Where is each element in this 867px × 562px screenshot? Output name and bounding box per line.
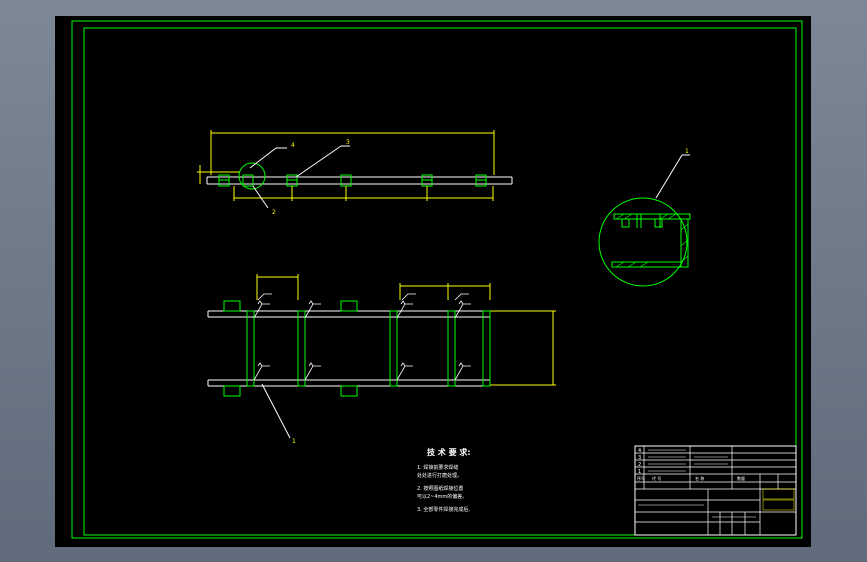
detail-callout: 1: [685, 148, 689, 155]
elevation-view: 4 3 2: [197, 130, 513, 216]
tech-req-line-2: 处处进行打磨处理。: [417, 472, 462, 479]
part-row-1: 1: [638, 469, 641, 475]
plan-callout: 1: [292, 438, 296, 445]
callout-4: 4: [291, 142, 295, 149]
callout-2: 2: [272, 209, 276, 216]
tech-requirements: 技 术 要 求: 1. 焊接前要求焊缝 处处进行打磨处理。 2. 按照图纸焊接位…: [417, 447, 471, 513]
inner-sheet-border: [83, 27, 797, 536]
callout-3: 3: [346, 139, 350, 146]
part-row-2: 2: [638, 462, 641, 468]
header-code: 代 号: [652, 475, 661, 481]
part-row-4: 4: [638, 448, 641, 454]
tech-req-title: 技 术 要 求:: [427, 447, 471, 457]
plan-view: 1: [207, 274, 556, 445]
detail-view: 1: [598, 148, 691, 287]
part-row-3: 3: [638, 455, 641, 461]
tech-req-line-1: 1. 焊接前要求焊缝: [417, 464, 458, 471]
tech-req-line-5: 3. 全部零件焊接完成后,: [417, 506, 470, 513]
header-name: 名 称: [695, 475, 704, 481]
title-block: 4 3 2 1 序号 代 号 名 称 数量: [634, 445, 797, 536]
tech-req-line-4: 可以2~4mm的偏差。: [417, 493, 467, 500]
tech-req-line-3: 2. 按照图纸焊接位置: [417, 485, 463, 492]
outer-sheet-border: [71, 20, 803, 539]
header-qty: 数量: [737, 475, 745, 481]
detail-marker-circle: [238, 162, 266, 190]
header-index: 序号: [637, 475, 645, 481]
drawing-canvas[interactable]: [55, 16, 811, 547]
